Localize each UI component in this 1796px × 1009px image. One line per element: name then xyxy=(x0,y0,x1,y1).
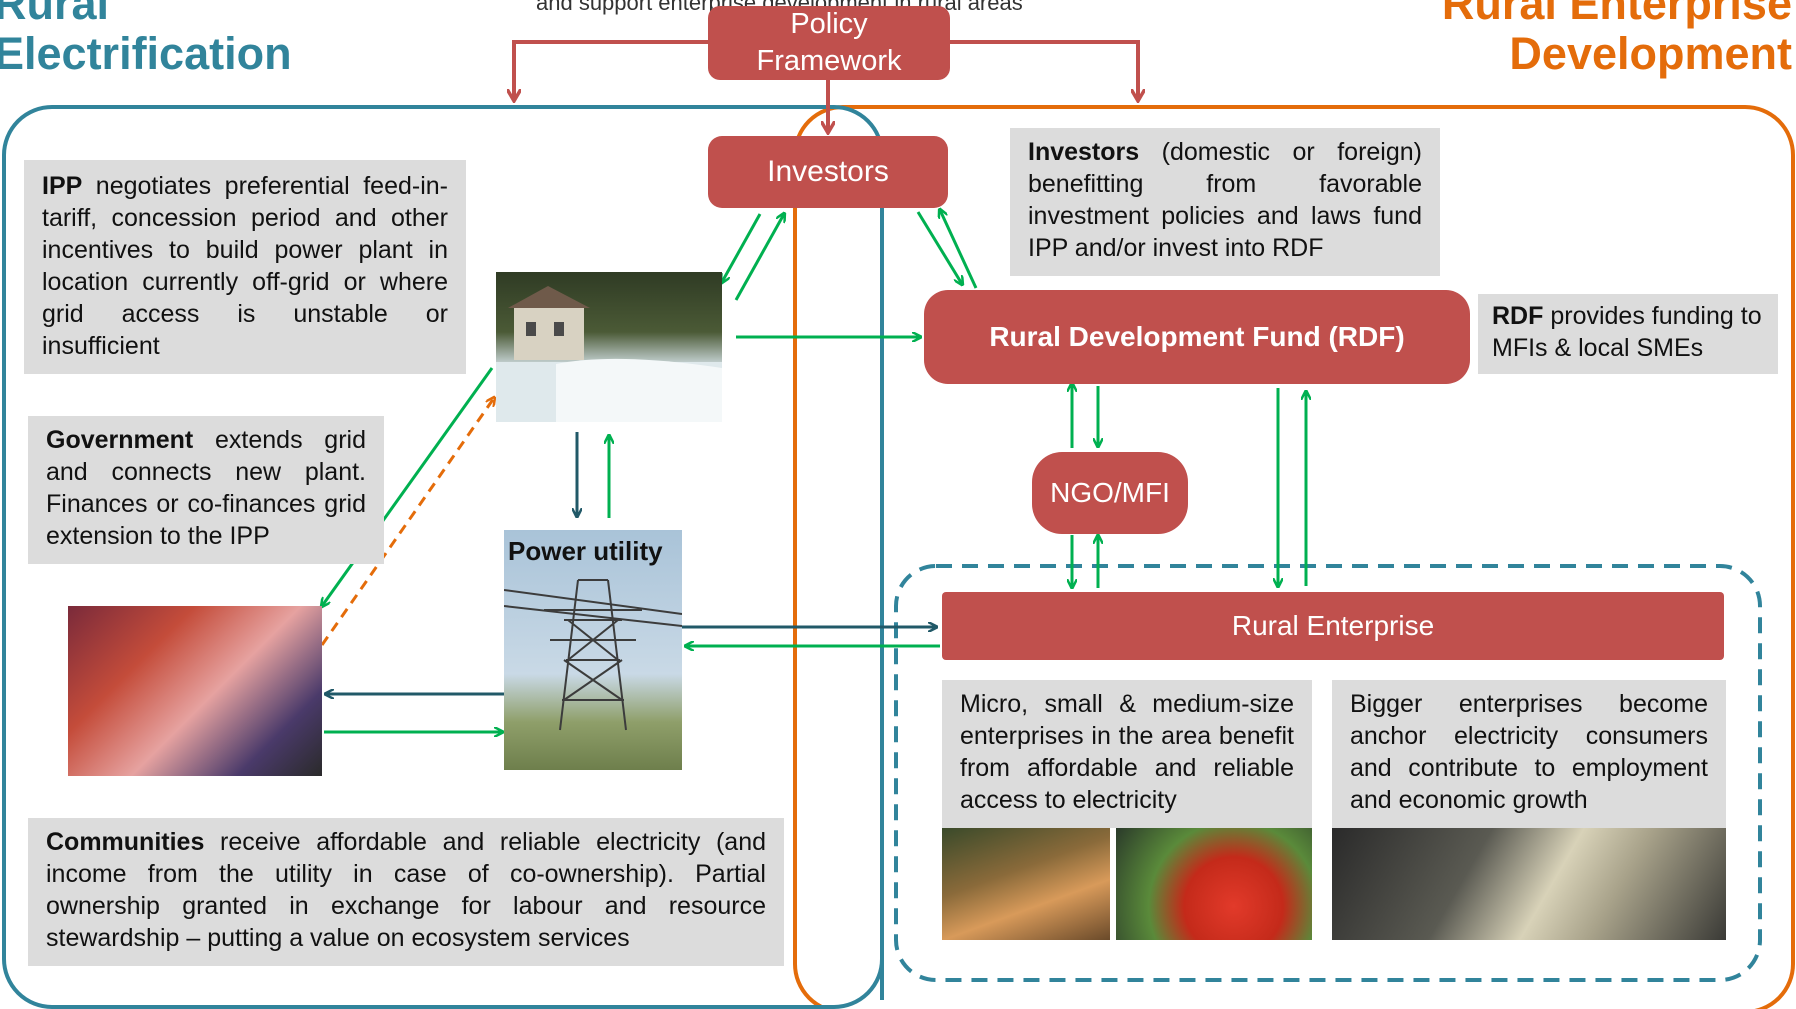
rdf-note: RDF provides funding to MFIs & local SME… xyxy=(1478,294,1778,374)
communities-note-text: receive affordable and reliable electric… xyxy=(46,828,766,952)
communities-photo xyxy=(68,606,322,776)
tomato-market-photo xyxy=(1116,828,1312,940)
micro-enterprises-note: Micro, small & medium-size enterprises i… xyxy=(942,680,1312,828)
bigger-enterprises-note: Bigger enterprises become anchor electri… xyxy=(1332,680,1726,828)
ipp-note: IPP negotiates preferential feed-in-tari… xyxy=(24,160,466,374)
rdf-node: Rural Development Fund (RDF) xyxy=(924,290,1470,384)
rural-enterprise-region xyxy=(793,105,1795,1009)
communities-note: Communities receive affordable and relia… xyxy=(28,818,784,966)
hydro-power-plant-photo xyxy=(496,272,722,422)
title-left-line2: Electrification xyxy=(0,28,292,79)
investors-note: Investors (domestic or foreign) benefitt… xyxy=(1010,128,1440,276)
rural-enterprise-development-title: Rural Enterprise Development xyxy=(1442,0,1792,79)
ipp-note-text: negotiates preferential feed-in-tariff, … xyxy=(42,172,448,360)
policy-framework-node: Policy Framework xyxy=(708,6,950,80)
communities-note-bold: Communities xyxy=(46,828,205,856)
ipp-note-bold: IPP xyxy=(42,172,83,200)
government-note-bold: Government xyxy=(46,426,194,454)
enterprise-cluster-outline xyxy=(894,564,1762,982)
power-utility-photo: Power utility xyxy=(504,530,682,770)
rural-enterprise-node: Rural Enterprise xyxy=(942,592,1724,660)
grain-processing-photo xyxy=(1332,828,1726,940)
policy-line2: Framework xyxy=(756,45,902,77)
title-left-line1: Rural xyxy=(0,0,110,29)
title-right-line2: Development xyxy=(1509,28,1792,79)
rdf-note-bold: RDF xyxy=(1492,302,1544,330)
power-utility-label: Power utility xyxy=(508,536,663,566)
government-note-text: extends grid and connects new plant. Fin… xyxy=(46,426,366,550)
investors-node: Investors xyxy=(708,136,948,208)
investors-note-text: (domestic or foreign) benefitting from f… xyxy=(1028,138,1422,262)
policy-line1: Policy xyxy=(790,8,868,40)
government-note: Government extends grid and connects new… xyxy=(28,416,384,564)
investors-note-bold: Investors xyxy=(1028,138,1140,166)
market-vendor-photo xyxy=(942,828,1110,940)
rural-electrification-title: Rural Electrification xyxy=(0,0,292,79)
ngo-mfi-node: NGO/MFI xyxy=(1032,452,1188,534)
title-right-line1: Rural Enterprise xyxy=(1441,0,1792,29)
rdf-note-text: provides funding to MFIs & local SMEs xyxy=(1492,302,1762,362)
